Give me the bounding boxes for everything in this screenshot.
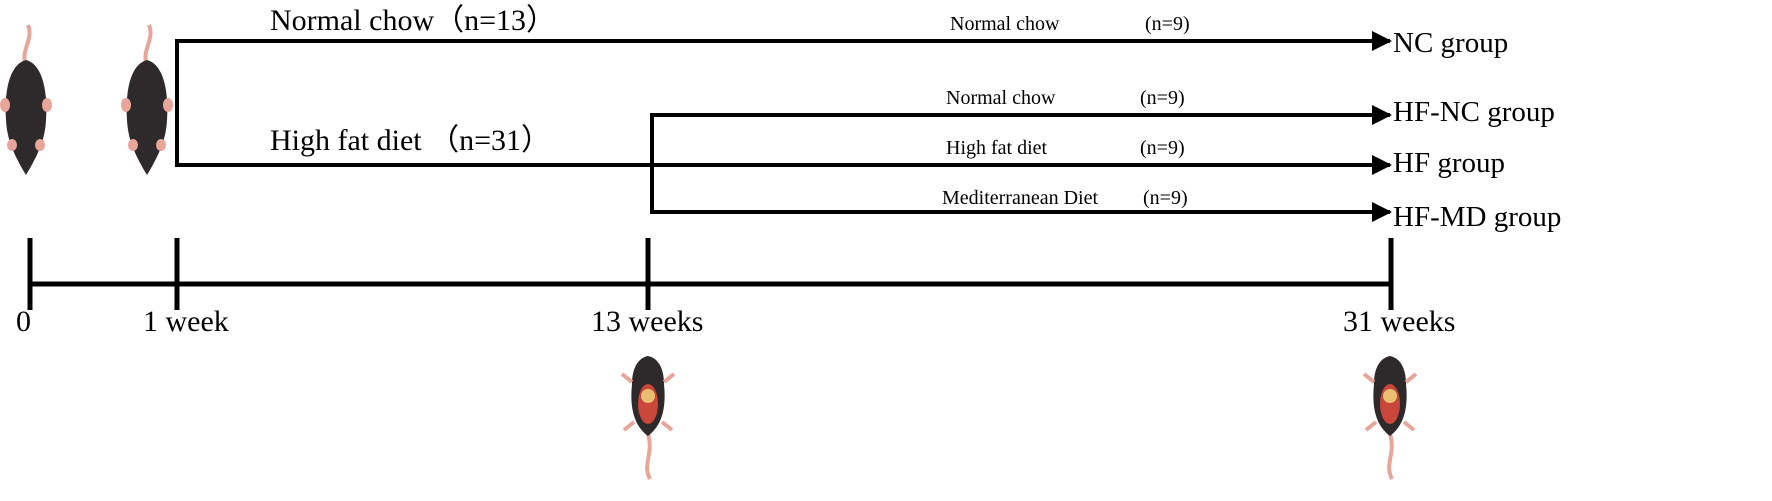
dissected-mouse-icon [1362, 354, 1418, 481]
mouse-icon [119, 23, 175, 177]
phase1-high-fat-label: High fat diet （n=31） [270, 124, 551, 157]
branch-n-label: (n=9) [1143, 187, 1188, 209]
branch-n-label: (n=9) [1140, 87, 1185, 109]
timeline-label: 0 [16, 305, 31, 338]
branch-diet-label: High fat diet [946, 137, 1048, 159]
group-label-hf: HF group [1393, 147, 1505, 179]
timeline-label: 31 weeks [1343, 305, 1455, 338]
phase1-normal-chow-label: Normal chow（n=13） [270, 4, 556, 37]
group-label-hf-md: HF-MD group [1393, 201, 1561, 233]
branch-n-label: (n=9) [1140, 137, 1185, 159]
group-label-nc: NC group [1393, 27, 1508, 59]
group-label-hf-nc: HF-NC group [1393, 96, 1555, 128]
timeline-label: 1 week [143, 305, 229, 338]
dissected-mouse-icon [620, 354, 676, 481]
branch-diet-label: Normal chow [946, 87, 1056, 109]
branch-diet-label: Mediterranean Diet [942, 187, 1098, 209]
branch-n-label: (n=9) [1145, 13, 1190, 35]
mouse-icon [0, 23, 54, 177]
timeline-label: 13 weeks [591, 305, 703, 338]
branch-diet-label: Normal chow [950, 13, 1060, 35]
